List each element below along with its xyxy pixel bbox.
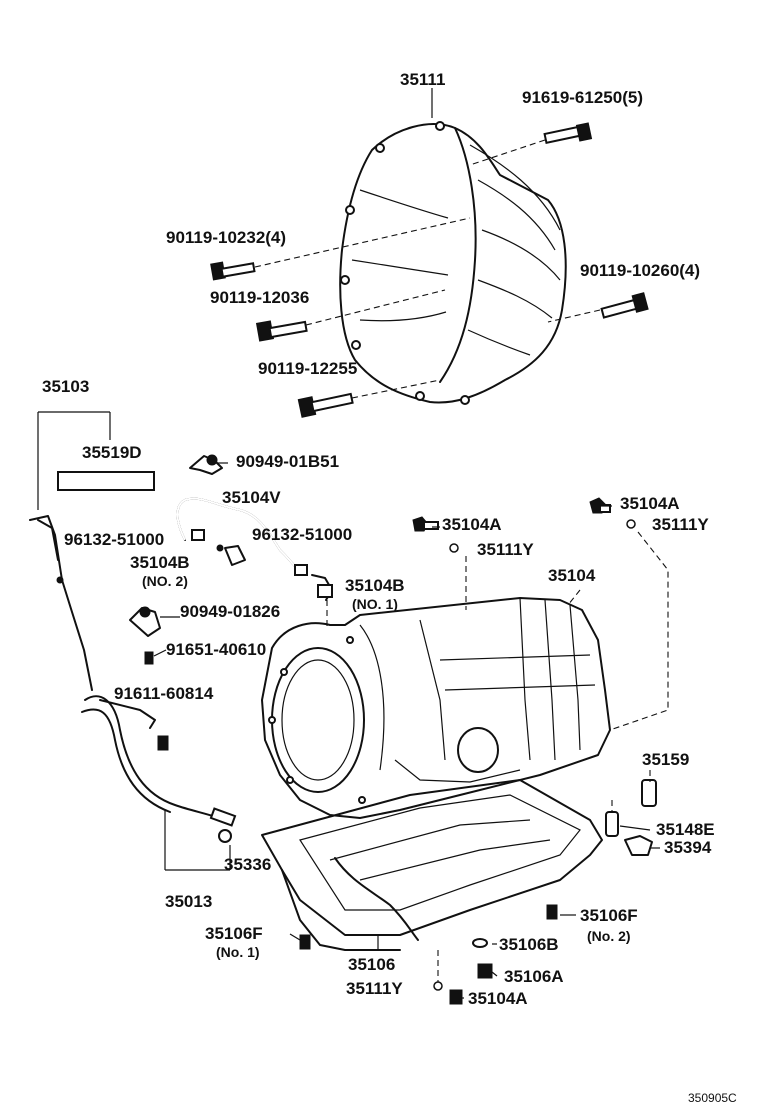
label-35104A-top-mid: 35104A (442, 515, 502, 534)
oil-level-gauge-drawing (29, 411, 155, 691)
housing-bolts-drawing (210, 122, 649, 418)
bolt-91619-61250 (543, 122, 593, 145)
label-96132-51000-right: 96132-51000 (252, 525, 352, 544)
transmission-case-drawing (261, 597, 611, 819)
label-35394: 35394 (664, 838, 712, 857)
label-35106B: 35106B (499, 935, 559, 954)
label-35104B-no1: 35104B (345, 576, 405, 595)
label-35104B-no2-note: (NO. 2) (142, 573, 188, 589)
label-35104: 35104 (548, 566, 596, 585)
bolt-90119-12255 (297, 392, 354, 418)
label-35103: 35103 (42, 377, 89, 396)
case-leader-lines (326, 531, 669, 731)
oil-pan-drawing (261, 779, 603, 951)
label-91611-60814: 91611-60814 (114, 684, 214, 703)
label-35111Y-bottom: 35111Y (346, 979, 403, 998)
label-35104B-no2: 35104B (130, 553, 190, 572)
label-35111: 35111 (400, 70, 445, 89)
label-35104B-no1-note: (NO. 1) (352, 596, 398, 612)
label-96132-51000-left: 96132-51000 (64, 530, 164, 549)
label-90949-01B51: 90949-01B51 (236, 452, 339, 471)
label-90119-10232: 90119-10232(4) (166, 228, 286, 247)
label-35013: 35013 (165, 892, 212, 911)
label-35104A-top-right: 35104A (620, 494, 680, 513)
breather-hose-drawing (176, 497, 333, 601)
label-35159: 35159 (642, 750, 689, 769)
label-90119-12255: 90119-12255 (258, 359, 357, 378)
label-35148E: 35148E (656, 820, 715, 839)
diagram-id: 350905C (688, 1091, 737, 1105)
label-35106: 35106 (348, 955, 395, 974)
label-35106F-no1: 35106F (205, 924, 263, 943)
part-labels: 35111 91619-61250(5) 90119-10232(4) 9011… (42, 70, 737, 1105)
label-35104A-bottom: 35104A (468, 989, 528, 1008)
clamp-brackets-drawing (129, 454, 223, 665)
label-35519D: 35519D (82, 443, 142, 462)
label-35104V: 35104V (222, 488, 281, 507)
label-35106A: 35106A (504, 967, 564, 986)
label-90949-01826: 90949-01826 (180, 602, 280, 621)
label-35111Y-mid: 35111Y (477, 540, 534, 559)
bolt-90119-10260 (600, 292, 649, 319)
label-35336: 35336 (224, 855, 271, 874)
housing-leader-lines (254, 88, 601, 399)
label-91651-40610: 91651-40610 (166, 640, 266, 659)
right-small-parts-drawing (433, 770, 657, 1005)
label-91619-61250: 91619-61250(5) (522, 88, 643, 107)
bolt-90119-12036 (255, 320, 308, 342)
label-35106F-no1-note: (No. 1) (216, 944, 260, 960)
label-90119-10260: 90119-10260(4) (580, 261, 700, 280)
label-35106F-no2-note: (No. 2) (587, 928, 631, 944)
bell-housing-drawing (339, 121, 567, 405)
label-90119-12036: 90119-12036 (210, 288, 309, 307)
label-35106F-no2: 35106F (580, 906, 638, 925)
bolt-90119-10232 (210, 261, 256, 281)
small-bolts-drawing (412, 497, 636, 553)
label-leader-lines (153, 462, 660, 999)
label-35111Y-right: 35111Y (652, 515, 709, 534)
filler-tube-drawing (81, 695, 237, 871)
